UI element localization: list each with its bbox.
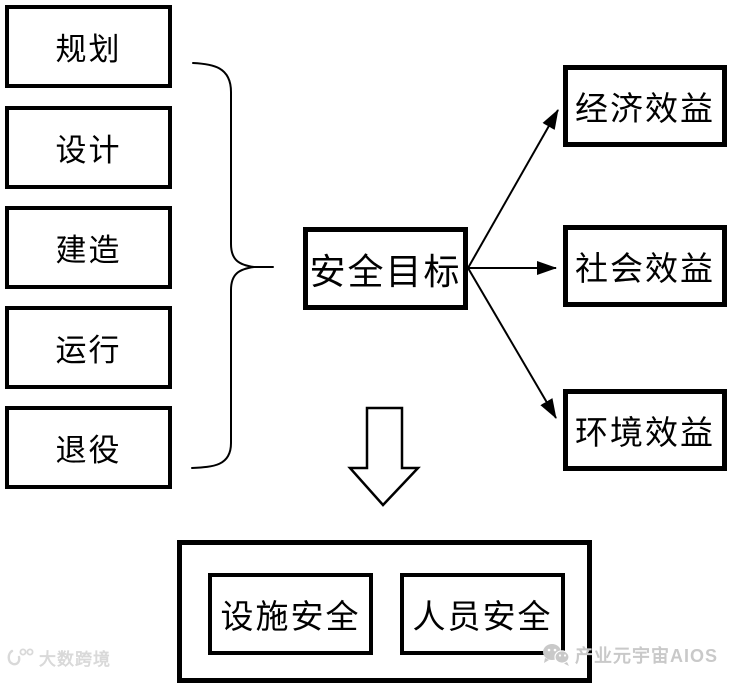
safety-goal-box: 安全目标	[303, 227, 468, 310]
safety-goal-label: 安全目标	[309, 251, 462, 292]
safety-outcome-label: 设施安全	[220, 600, 361, 636]
lifecycle-stage-label: 设计	[55, 133, 122, 168]
benefit-box: 环境效益	[563, 389, 727, 471]
benefit-label: 社会效益	[575, 252, 715, 288]
benefit-box: 经济效益	[563, 65, 727, 147]
benefit-label: 环境效益	[575, 416, 715, 452]
safety-outcome-label: 人员安全	[412, 600, 553, 636]
lifecycle-stage-box: 运行	[5, 306, 172, 389]
brace-lifecycle	[191, 62, 274, 469]
lifecycle-stage-box: 规划	[5, 5, 172, 88]
block-arrow-down	[347, 406, 421, 507]
lifecycle-stage-label: 退役	[55, 433, 122, 468]
safety-outcome-box: 设施安全	[208, 573, 373, 655]
lifecycle-stage-box: 建造	[5, 206, 172, 289]
arrow-economic-benefit	[467, 109, 559, 269]
lifecycle-stage-label: 规划	[55, 32, 122, 67]
lifecycle-stage-label: 运行	[55, 333, 122, 368]
arrow-environmental-benefit	[467, 267, 557, 419]
benefit-label: 经济效益	[575, 92, 715, 128]
benefit-box: 社会效益	[563, 225, 727, 307]
lifecycle-stage-box: 退役	[5, 406, 172, 489]
safety-outcome-box: 人员安全	[400, 573, 565, 655]
safety-outcomes-container	[177, 540, 592, 683]
lifecycle-stage-box: 设计	[5, 106, 172, 189]
lifecycle-stage-label: 建造	[55, 233, 122, 268]
